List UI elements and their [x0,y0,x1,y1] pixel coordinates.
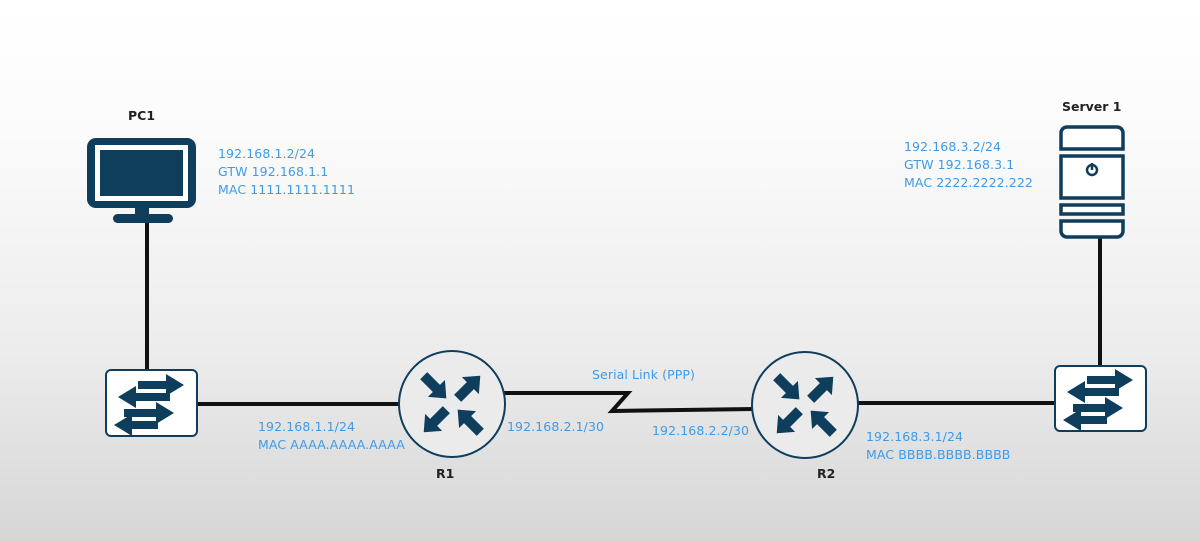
r2-name: R2 [817,466,836,481]
r1-serial-ip: 192.168.2.1/30 [507,419,605,434]
server1-ip: 192.168.3.2/24 [904,139,1002,154]
r2-router-icon[interactable] [751,351,859,459]
pc1-ip: 192.168.1.2/24 [218,146,316,161]
r2-lan-ip: 192.168.3.1/24 [866,429,964,444]
server1-gateway: GTW 192.168.3.1 [904,157,1015,172]
r1-lan-ip: 192.168.1.1/24 [258,419,356,434]
pc1-mac: MAC 1111.1111.1111 [218,182,355,197]
r1-lan-mac: MAC AAAA.AAAA.AAAA [258,437,405,452]
r2-serial-ip: 192.168.2.2/30 [652,423,750,438]
server1-mac: MAC 2222.2222.222 [904,175,1033,190]
r1-router-icon[interactable] [398,350,506,458]
pc1-name: PC1 [128,108,156,123]
pc1-gateway: GTW 192.168.1.1 [218,164,329,179]
server1-server-icon[interactable] [1059,125,1125,239]
server1-name: Server 1 [1062,99,1122,114]
pc1-monitor-icon[interactable] [87,138,196,223]
r2-lan-mac: MAC BBBB.BBBB.BBBB [866,447,1011,462]
serial-link [503,391,755,414]
links [145,208,1102,414]
pc1-address-block: 192.168.1.2/24 GTW 192.168.1.1 MAC 1111.… [218,145,355,199]
r1-name: R1 [436,466,455,481]
r1-lan-address-block: 192.168.1.1/24 MAC AAAA.AAAA.AAAA [258,418,405,454]
switch1-switch-icon[interactable] [105,369,198,437]
switch2-switch-icon[interactable] [1054,365,1147,432]
r2-lan-address-block: 192.168.3.1/24 MAC BBBB.BBBB.BBBB [866,428,1010,464]
serial-link-label: Serial Link (PPP) [592,367,695,382]
server1-address-block: 192.168.3.2/24 GTW 192.168.3.1 MAC 2222.… [904,138,1033,192]
